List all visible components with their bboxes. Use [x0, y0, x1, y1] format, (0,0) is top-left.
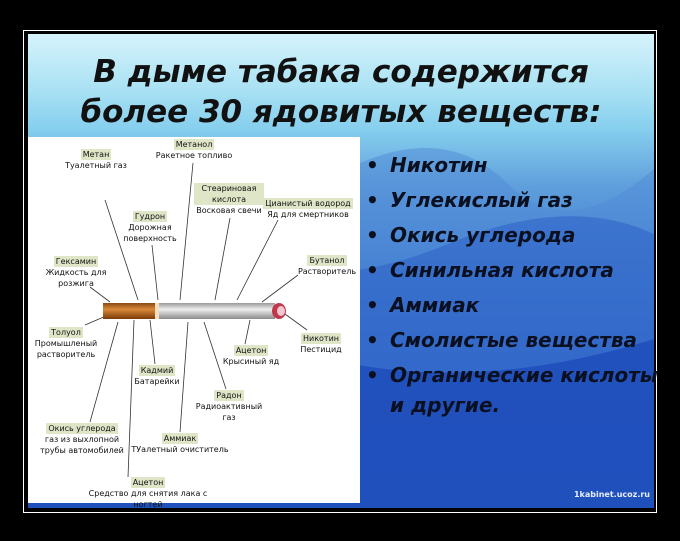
leader-line: [89, 286, 111, 303]
substance-use: Ракетное топливо: [155, 151, 233, 160]
leader-line: [89, 321, 119, 423]
substance-use: Дорожная поверхность: [123, 223, 177, 243]
substance-name: Кадмий: [138, 365, 176, 376]
substance-use: Туалетный газ: [65, 161, 127, 170]
leader-line: [84, 315, 107, 326]
leader-line: [284, 313, 308, 331]
leader-line: [104, 199, 139, 301]
cigarette-icon: [103, 303, 286, 319]
diagram-lines: [84, 162, 308, 478]
substance-use: газ из выхлопной трубы автомобилей: [40, 435, 124, 455]
list-item: Синильная кислота: [366, 255, 660, 285]
leader-line: [127, 319, 135, 478]
leader-line: [244, 319, 251, 345]
list-item: Органические кислоты и другие.: [366, 360, 660, 420]
substance-use: Пестицид: [300, 345, 342, 354]
substance-use: ТУалетный очиститель: [131, 445, 229, 454]
list-item: Никотин: [366, 150, 660, 180]
substance-name: Гудрон: [132, 211, 168, 222]
substance-use: Радиоактивный газ: [195, 402, 263, 422]
substance-name: Метанол: [173, 139, 215, 150]
substance-name: Гексамин: [53, 256, 99, 267]
slide-title: В дыме табака содержится более 30 ядовит…: [28, 52, 654, 132]
substance-name: Метан: [80, 149, 112, 160]
leader-line: [149, 319, 156, 365]
list-item: Смолистые вещества: [366, 325, 660, 355]
leader-line: [179, 162, 194, 301]
substance-name: Никотин: [300, 333, 342, 344]
list-item: Аммиак: [366, 290, 660, 320]
leader-line: [203, 321, 227, 390]
watermark: 1kabinet.ucoz.ru: [573, 490, 650, 499]
leader-line: [214, 217, 231, 301]
substance-use: Средство для снятия лака с ногтей: [88, 489, 208, 509]
leader-line: [151, 244, 159, 301]
title-line: более 30 ядовитых веществ:: [80, 94, 602, 130]
substance-use: Жидкость для розжига: [45, 268, 107, 288]
leader-line: [236, 219, 279, 301]
substance-name: Радон: [214, 390, 244, 401]
substance-use: Восковая свечи: [196, 206, 262, 215]
substance-name: Толуол: [49, 327, 83, 338]
substance-name: Ацетон: [130, 477, 166, 488]
substance-name: Окись углерода: [46, 423, 118, 434]
substance-use: Крысиный яд: [222, 357, 280, 366]
substance-name: Бутанол: [307, 255, 347, 266]
substance-use: Яд для смертников: [267, 210, 349, 219]
substance-use: Батарейки: [134, 377, 180, 386]
leader-line: [261, 274, 299, 303]
leader-line: [179, 321, 189, 433]
title-line: В дыме табака содержится: [93, 54, 589, 90]
substance-name: Стеариновая кислота: [194, 183, 264, 205]
substance-name: Ацетон: [233, 345, 269, 356]
substance-name: Цианистый водород: [263, 198, 353, 209]
list-item: Углекислый газ: [366, 185, 660, 215]
substance-name: Аммиак: [161, 433, 199, 444]
substance-use: Промышленый растворитель: [34, 339, 98, 359]
substance-use: Растворитель: [297, 267, 357, 276]
list-item: Окись углерода: [366, 220, 660, 250]
toxin-list: Никотин Углекислый газ Окись углерода Си…: [366, 150, 660, 425]
